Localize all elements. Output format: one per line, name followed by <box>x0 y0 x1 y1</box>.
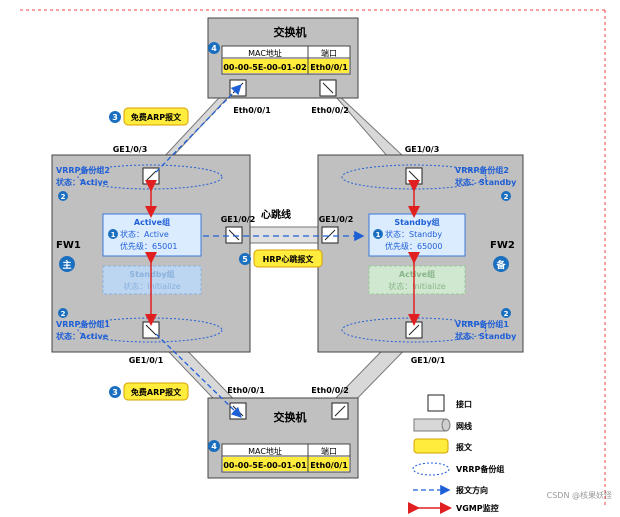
fw1-port-mid-label: GE1/0/2 <box>221 215 256 224</box>
fw1-vrrp-bottom-ellipse <box>77 317 223 343</box>
svg-text:2: 2 <box>61 193 66 201</box>
legend-direction-label: 报文方向 <box>456 485 488 495</box>
svg-text:5: 5 <box>242 255 248 264</box>
switch-bottom-label-right: Eth0/0/2 <box>311 386 349 395</box>
watermark: CSDN @核果妖怪 <box>547 490 612 500</box>
fw2-standby-group-title: Standby组 <box>394 217 439 227</box>
legend-port-icon <box>427 394 445 412</box>
fw1-step-2-top-icon <box>58 191 68 201</box>
legend-vgmp-label: VGMP监控 <box>456 503 499 513</box>
svg-text:4: 4 <box>211 442 217 451</box>
fw2-standby-group-priority: 优先级：65000 <box>385 241 442 251</box>
fw1-step-2-bottom-icon <box>58 308 68 318</box>
cable-heartbeat <box>237 226 331 244</box>
fw2-active-group-state: 状态：Initialize <box>388 281 446 291</box>
fw1-port-top-label: GE1/0/3 <box>113 145 148 154</box>
switch-top-mac: 00-00-5E-00-01-02 <box>223 63 306 72</box>
fw2-role-badge <box>493 256 509 272</box>
legend-cable-label: 网线 <box>456 421 472 431</box>
fw2-port-top-label: GE1/0/3 <box>405 145 440 154</box>
legend-message-label: 报文 <box>456 442 473 452</box>
fw2-port-bottom-label: GE1/0/1 <box>411 356 446 365</box>
hrp-message-box <box>253 249 323 268</box>
svg-text:3: 3 <box>112 113 118 122</box>
switch-top-col-mac: MAC地址 <box>248 48 282 58</box>
svg-text:2: 2 <box>61 310 66 318</box>
fw2-standby-group-box <box>368 213 466 257</box>
fw1-role-badge <box>59 256 75 272</box>
svg-text:4: 4 <box>211 44 217 53</box>
fw1-name: FW1 <box>56 240 81 251</box>
fw2-vrrp-bottom-name: VRRP备份组1 <box>455 319 509 329</box>
switch-bottom-title: 交换机 <box>274 410 307 424</box>
switch-top-col-port: 端口 <box>321 48 337 58</box>
switch-top-label-left: Eth0/0/1 <box>233 106 271 115</box>
fw1-standby-group-state: 状态：Initialize <box>123 281 181 291</box>
svg-text:2: 2 <box>504 193 509 201</box>
fw1-step-1-icon <box>108 229 118 239</box>
switch-top: 交换机 MAC地址 端口 00-00-5E-00-01-02 Eth0/0/1 … <box>207 17 359 115</box>
switch-top-title: 交换机 <box>274 25 307 39</box>
step-3-top-icon <box>109 111 121 123</box>
step-4-bottom-icon <box>208 440 220 452</box>
fw2-active-group-title: Active组 <box>399 269 435 279</box>
fw1-vrrp-top-name: VRRP备份组2 <box>56 165 110 175</box>
fw2-name: FW2 <box>490 240 515 251</box>
fw1-active-group-state: 状态：Active <box>120 229 169 239</box>
legend-port-label: 接口 <box>456 399 472 409</box>
switch-bottom-mac: 00-00-5E-00-01-01 <box>223 461 307 470</box>
arp-top-message-box <box>123 107 189 126</box>
fw2-step-1-icon <box>373 229 383 239</box>
fw1-port-bottom-label: GE1/0/1 <box>129 356 164 365</box>
svg-text:3: 3 <box>112 388 118 397</box>
arp-bottom-message-box <box>123 382 189 401</box>
fw1-vrrp-top-state: 状态：Active <box>56 177 109 187</box>
svg-text:1: 1 <box>111 231 116 239</box>
switch-top-port: Eth0/0/1 <box>310 63 348 72</box>
svg-text:备: 备 <box>495 259 506 271</box>
fw1-active-group-title: Active组 <box>134 217 170 227</box>
arp-bottom-message-label: 免费ARP报文 <box>131 387 182 397</box>
switch-bottom-label-left: Eth0/0/1 <box>227 386 265 395</box>
svg-text:1: 1 <box>376 231 381 239</box>
legend-cable-icon <box>413 418 447 432</box>
legend-message-icon <box>413 438 449 454</box>
switch-bottom-port: Eth0/0/1 <box>310 461 348 470</box>
fw1-vrrp-top-ellipse <box>77 164 223 190</box>
switch-top-label-right: Eth0/0/2 <box>311 106 349 115</box>
fw1-active-group-box <box>102 213 202 257</box>
heartbeat-label: 心跳线 <box>261 208 291 221</box>
svg-text:2: 2 <box>504 310 509 318</box>
fw2-standby-group-state: 状态：Standby <box>385 229 442 239</box>
step-5-icon <box>239 253 251 265</box>
fw2-port-mid-label: GE1/0/2 <box>319 215 354 224</box>
fw2-vrrp-bottom-ellipse <box>341 317 487 343</box>
fw1-active-group-priority: 优先级：65001 <box>120 241 177 251</box>
fw2-vrrp-top-state: 状态：Standby <box>455 177 517 187</box>
legend-vrrp-icon <box>412 462 450 476</box>
fw2-vrrp-bottom-state: 状态：Standby <box>455 331 517 341</box>
fw2-vrrp-top-ellipse <box>341 164 487 190</box>
fw1-vrrp-bottom-state: 状态：Active <box>56 331 109 341</box>
svg-text:主: 主 <box>62 259 71 271</box>
fw2: GE1/0/3 GE1/0/2 GE1/0/1 VRRP备份组2 状态：Stan… <box>317 145 524 365</box>
legend-vrrp-label: VRRP备份组 <box>456 464 504 474</box>
switch-bottom: 交换机 MAC地址 端口 00-00-5E-00-01-01 Eth0/0/1 … <box>207 386 359 479</box>
step-3-bottom-icon <box>109 386 121 398</box>
arp-top-direction-arrow <box>155 84 242 173</box>
switch-bottom-col-port: 端口 <box>321 446 337 456</box>
fw1: GE1/0/3 GE1/0/2 GE1/0/1 VRRP备份组2 状态：Acti… <box>51 145 256 365</box>
switch-bottom-col-mac: MAC地址 <box>248 446 282 456</box>
step-4-top-icon <box>208 42 220 54</box>
fw2-step-2-top-icon <box>501 191 511 201</box>
fw1-vrrp-bottom-name: VRRP备份组1 <box>56 319 110 329</box>
hrp-message-label: HRP心跳报文 <box>263 254 315 264</box>
fw1-standby-group-title: Standby组 <box>129 269 174 279</box>
arp-top-message-label: 免费ARP报文 <box>131 112 182 122</box>
fw2-step-2-bottom-icon <box>501 308 511 318</box>
legend: 接口 网线 报文 VRRP备份组 报文方向 VGMP监控 <box>408 394 504 514</box>
fw2-vrrp-top-name: VRRP备份组2 <box>455 165 509 175</box>
arp-bottom-direction-arrow <box>155 333 242 418</box>
